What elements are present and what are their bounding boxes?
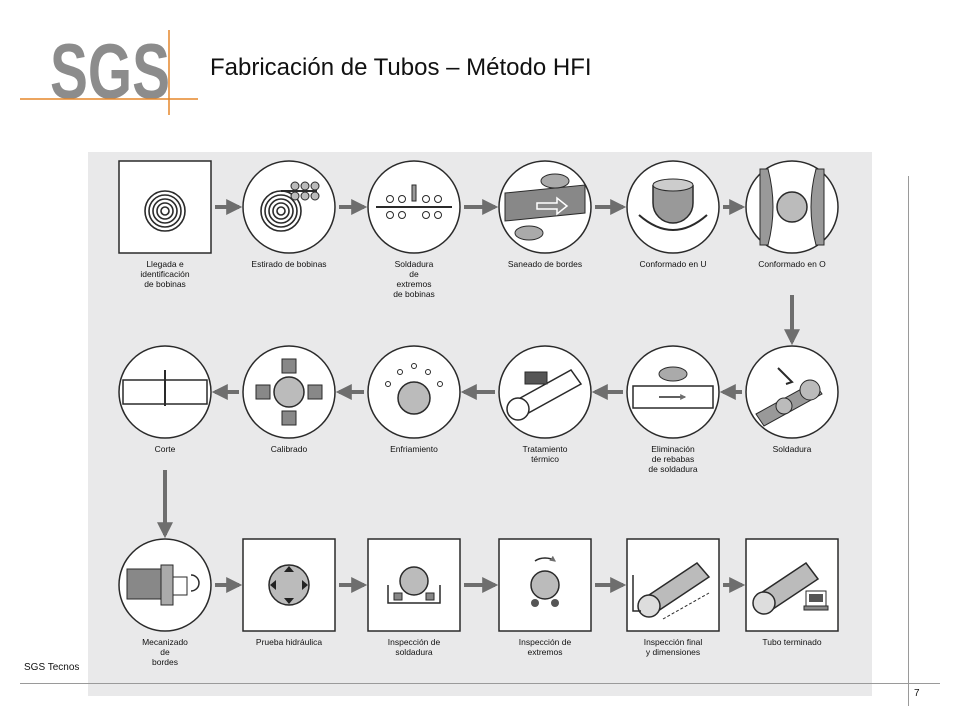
cooling-icon — [385, 363, 443, 415]
deburr-icon — [632, 366, 714, 409]
sgs-logo-text: SGS — [50, 30, 170, 115]
step-label: Estirado de bobinas — [251, 259, 327, 269]
step-label: Soldadura — [772, 444, 812, 454]
diagram-panel — [88, 152, 872, 696]
finished-pipe-icon — [752, 561, 829, 615]
footer-company: SGS Tecnos — [24, 662, 80, 673]
cut-icon — [122, 370, 208, 406]
edge-trim-icon — [504, 173, 586, 241]
sgs-logo: SGS — [20, 30, 198, 115]
o-forming-icon — [759, 168, 825, 246]
step-calibrado — [242, 345, 336, 439]
step-enfriamiento — [367, 345, 461, 439]
step-insp-final — [626, 538, 720, 632]
step-label: Saneado de bordes — [507, 259, 583, 269]
page-title: Fabricación de Tubos – Método HFI — [210, 54, 592, 81]
step-soldadura — [745, 345, 839, 439]
step-insp-extremos — [498, 538, 592, 632]
process-steps — [118, 160, 839, 632]
step-circle — [242, 160, 336, 254]
vertical-rule — [908, 176, 909, 706]
process-diagram — [118, 160, 839, 632]
step-label: Tubo terminado — [762, 637, 822, 647]
edge-machining-icon — [126, 564, 200, 606]
step-eliminacion — [626, 345, 720, 439]
step-llegada — [118, 160, 212, 254]
step-soldadura-extremos — [367, 160, 461, 254]
coil-rollers-icon — [260, 181, 320, 232]
step-prueba — [242, 538, 336, 632]
step-label: Enfriamiento — [390, 444, 438, 454]
step-label: Conformado en U — [639, 259, 707, 269]
footer-rule — [20, 683, 940, 684]
step-insp-soldadura — [367, 538, 461, 632]
end-inspection-icon — [530, 555, 560, 607]
step-circle — [745, 345, 839, 439]
flow-arrows — [157, 199, 800, 593]
hf-weld-icon — [755, 367, 823, 427]
step-saneado — [498, 160, 592, 254]
coil-icon — [144, 190, 186, 232]
end-weld-icon — [376, 184, 452, 219]
hydro-test-icon — [268, 564, 310, 606]
step-corte — [118, 345, 212, 439]
step-terminado — [745, 538, 839, 632]
step-label: Conformado en O — [758, 259, 826, 269]
u-forming-icon — [638, 178, 708, 231]
step-label: Corte — [154, 444, 176, 454]
step-label: Prueba hidráulica — [255, 637, 323, 647]
weld-inspection-icon — [387, 566, 441, 604]
step-label: Calibrado — [270, 444, 308, 454]
step-tratamiento — [498, 345, 592, 439]
step-conformado-o — [745, 160, 839, 254]
step-mecanizado — [118, 538, 212, 632]
final-inspection-icon — [632, 562, 711, 620]
step-conformado-u — [626, 160, 720, 254]
page-number: 7 — [914, 688, 920, 699]
sizing-icon — [255, 358, 323, 426]
heat-treatment-icon — [506, 369, 583, 421]
step-estirado — [242, 160, 336, 254]
